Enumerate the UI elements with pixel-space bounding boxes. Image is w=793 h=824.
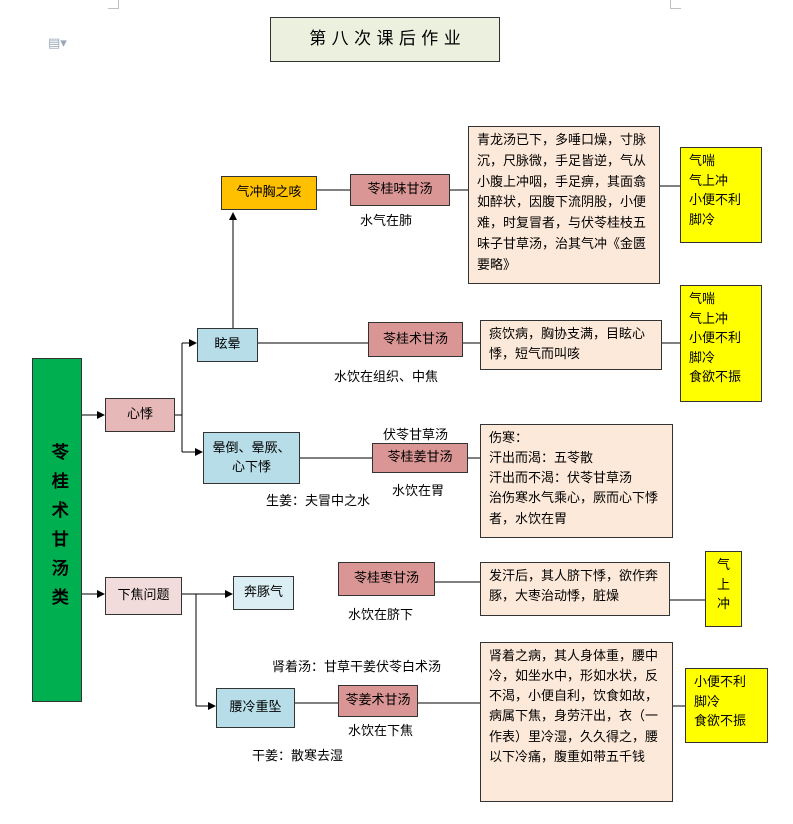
desc-4: 发汗后，其人脐下悸，欲作奔豚，大枣治动悸，脏燥 — [480, 562, 670, 616]
root-label: 苓桂术甘汤类 — [47, 443, 68, 617]
note-lingguijiang: 水饮在胃 — [392, 484, 445, 499]
formula-lingjiangzhu: 苓姜术甘汤 — [338, 685, 418, 717]
node-yaoleng: 腰冷重坠 — [216, 688, 295, 728]
symptoms-1: 气喘 气上冲 小便不利 脚冷 — [680, 147, 762, 243]
margin-corner-top-left — [108, 0, 119, 9]
formula-lingguiwei: 苓桂味甘汤 — [350, 174, 450, 206]
above-lingguijiang: 伏苓甘草汤 — [383, 428, 449, 443]
page-title: 第 八 次 课 后 作 业 — [270, 17, 500, 62]
above-lingjiangzhu: 肾着汤：甘草干姜伏苓白术汤 — [272, 660, 442, 675]
node-xinji: 心悸 — [105, 398, 175, 432]
node-bentun: 奔豚气 — [233, 576, 294, 610]
note-lingguizhu: 水饮在组织、中焦 — [334, 370, 439, 385]
symptoms-3: 气 上 冲 — [705, 551, 742, 627]
formula-lingguijiang: 苓桂姜甘汤 — [372, 443, 468, 473]
symptoms-4: 小便不利 脚冷 食欲不振 — [685, 668, 768, 743]
node-xiajiao: 下焦问题 — [105, 577, 182, 615]
side-lingjiangzhu: 干姜：散寒去湿 — [252, 749, 344, 764]
desc-3: 伤寒： 汗出而渴：五苓散 汗出而不渴：伏苓甘草汤 治伤寒水气乘心，厥而心下悸者，… — [480, 424, 673, 538]
node-xuanyun: 眩晕 — [197, 328, 258, 362]
document-icon[interactable]: ▤▾ — [48, 36, 67, 51]
note-lingguizao: 水饮在脐下 — [348, 608, 414, 623]
note-lingguiwei: 水气在肺 — [360, 214, 413, 229]
side-lingguijiang: 生姜：夫冒中之水 — [266, 494, 371, 509]
root-node: 苓桂术甘汤类 — [32, 358, 82, 702]
desc-5: 肾着之病，其人身体重，腰中冷，如坐水中，形如水状，反不渴，小便自利，饮食如故，病… — [480, 642, 673, 802]
desc-1: 青龙汤已下，多唾口燥，寸脉沉，尺脉微，手足皆逆，气从小腹上冲咽，手足痹，其面翕如… — [468, 126, 660, 284]
margin-corner-top-right — [670, 0, 681, 9]
formula-lingguizhu: 苓桂术甘汤 — [368, 322, 463, 357]
desc-2: 痰饮病，胸协支满，目眩心悸，短气而叫咳 — [480, 320, 662, 370]
formula-lingguizao: 苓桂枣甘汤 — [338, 562, 435, 596]
node-qichong: 气冲胸之咳 — [221, 176, 317, 210]
note-lingjiangzhu: 水饮在下焦 — [348, 724, 414, 739]
symptoms-2: 气喘 气上冲 小便不利 脚冷 食欲不振 — [680, 285, 762, 402]
node-yundao: 晕倒、晕厥、心下悸 — [203, 432, 300, 484]
